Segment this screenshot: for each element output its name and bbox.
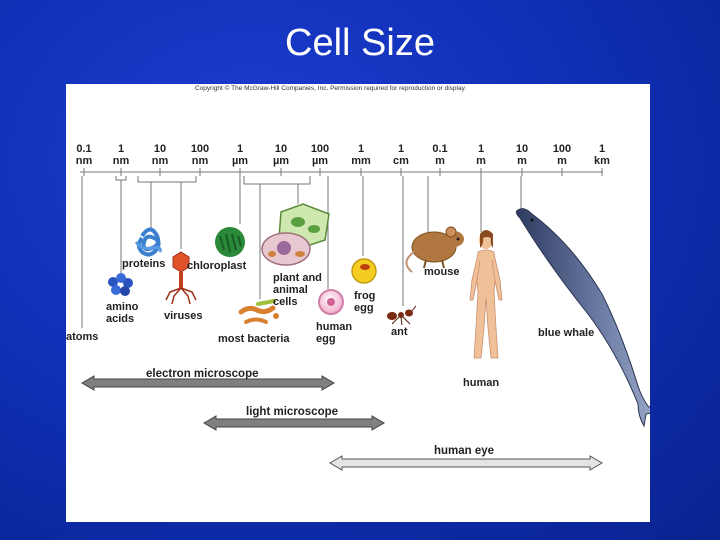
scale-value: 1: [237, 143, 243, 155]
label-plant-cells: cells: [273, 296, 297, 308]
human-egg-icon: [318, 289, 344, 315]
label-viruses: viruses: [164, 310, 203, 322]
label-human-eye: human eye: [434, 445, 494, 457]
scale-unit: µm: [232, 155, 248, 167]
scale-unit: cm: [393, 155, 409, 167]
scale-unit: µm: [273, 155, 289, 167]
scale-value: 1: [118, 143, 124, 155]
label-proteins: proteins: [122, 258, 165, 270]
scale-unit: nm: [192, 155, 209, 167]
label-plant-cells: animal: [273, 284, 308, 296]
label-frog-egg: frog: [354, 290, 375, 302]
label-human-egg: human: [316, 321, 352, 333]
size-scale-diagram: Copyright © The McGraw-Hill Companies, I…: [66, 84, 650, 471]
frog-egg-icon: [351, 258, 377, 284]
amino-acids-icon: [108, 273, 133, 296]
label-mouse: mouse: [424, 266, 459, 278]
label-light-microscope: light microscope: [246, 406, 338, 418]
label-frog-egg: egg: [354, 302, 374, 314]
label-electron-microscope: electron microscope: [146, 368, 258, 380]
chloroplast-icon: [215, 227, 245, 257]
slide-title: Cell Size: [285, 22, 435, 64]
proteins-icon: [134, 227, 162, 257]
scale-labels: 0.1 nm 1 nm 10 nm 100 nm 1 µm 10 µm 100 …: [76, 143, 610, 167]
label-ant: ant: [391, 326, 408, 338]
scale-unit: m: [517, 155, 527, 167]
scale-unit: µm: [312, 155, 328, 167]
scale-value: 0.1: [432, 143, 447, 155]
label-atoms: atoms: [66, 331, 98, 343]
scale-value: 100: [191, 143, 209, 155]
scale-unit: km: [594, 155, 610, 167]
scale-unit: nm: [113, 155, 130, 167]
scale-value: 0.1: [76, 143, 91, 155]
scale-value: 1: [398, 143, 404, 155]
scale-value: 100: [311, 143, 329, 155]
label-blue-whale: blue whale: [538, 327, 594, 339]
electron-microscope-range: electron microscope: [81, 368, 335, 391]
scale-unit: m: [435, 155, 445, 167]
label-human: human: [463, 377, 499, 389]
scale-value: 1: [599, 143, 605, 155]
scale-unit: m: [557, 155, 567, 167]
scale-value: 1: [478, 143, 484, 155]
label-human-egg: egg: [316, 333, 336, 345]
copyright-notice: Copyright © The McGraw-Hill Companies, I…: [195, 84, 466, 92]
scale-line: [80, 168, 603, 176]
cell-size-figure: Copyright © The McGraw-Hill Companies, I…: [66, 84, 650, 522]
scale-unit: nm: [152, 155, 169, 167]
scale-value: 10: [154, 143, 166, 155]
scale-unit: mm: [351, 155, 371, 167]
human-icon: [469, 230, 503, 359]
label-bacteria: most bacteria: [218, 333, 290, 345]
scale-value: 100: [553, 143, 571, 155]
label-chloroplast: chloroplast: [187, 260, 247, 272]
scale-value: 1: [358, 143, 364, 155]
scale-unit: m: [476, 155, 486, 167]
human-eye-range: human eye: [329, 445, 603, 471]
connector-lines: [81, 176, 522, 328]
scale-value: 10: [516, 143, 528, 155]
light-microscope-range: light microscope: [203, 406, 385, 431]
mouse-icon: [405, 226, 464, 273]
organism-labels: atoms amino acids proteins viruses chlor…: [66, 258, 594, 389]
label-plant-cells: plant and: [273, 272, 322, 284]
virus-icon: [165, 251, 197, 305]
plant-animal-cells-icon: [261, 203, 330, 266]
label-amino-acids: amino: [106, 301, 139, 313]
label-amino-acids: acids: [106, 313, 134, 325]
bacteria-icon: [238, 299, 279, 324]
scale-unit: nm: [76, 155, 93, 167]
blue-whale-icon: [515, 208, 650, 428]
scale-value: 10: [275, 143, 287, 155]
ant-icon: [387, 305, 417, 326]
